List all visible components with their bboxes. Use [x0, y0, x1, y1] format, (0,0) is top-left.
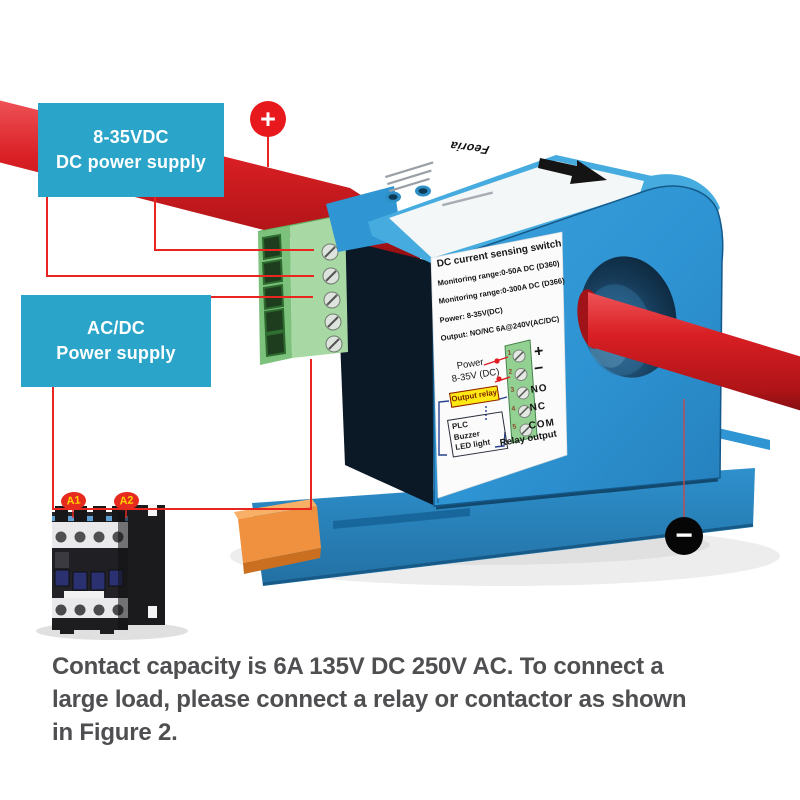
terminal-name: NC: [529, 400, 547, 414]
side-opening: [336, 238, 433, 505]
terminal-number: 2: [508, 368, 513, 376]
adjustment-holes: [385, 185, 431, 203]
minus-icon: −: [665, 517, 703, 555]
callout-line: AC/DC: [87, 318, 145, 338]
caption-line: Contact capacity is 6A 135V DC 250V AC. …: [52, 653, 664, 680]
terminal-number: 3: [510, 386, 515, 394]
callout-line: 8-35VDC: [93, 127, 169, 147]
terminal-number: 1: [507, 349, 512, 357]
plus-icon: +: [250, 101, 286, 137]
caption-line: in Figure 2.: [52, 719, 178, 746]
terminal-number: 5: [512, 423, 517, 431]
caption: Contact capacity is 6A 135V DC 250V AC. …: [52, 650, 772, 749]
device-top-face: [368, 155, 720, 264]
callout-line: Power supply: [56, 343, 176, 363]
power-leader-lines: [483, 356, 511, 383]
terminal-number: 4: [511, 405, 516, 413]
terminal-name: NO: [530, 382, 549, 396]
acdc-power-supply-callout: AC/DC Power supply: [21, 295, 211, 387]
caption-line: large load, please connect a relay or co…: [52, 686, 687, 713]
orange-din-clip: [234, 499, 321, 574]
contactor: [52, 504, 165, 634]
callout-line: DC power supply: [55, 152, 206, 172]
annotation-lines: [46, 135, 314, 518]
dc-power-supply-callout: 8-35VDC DC power supply: [38, 103, 224, 197]
red-cable-through: [577, 289, 800, 411]
current-sensor-device: [234, 155, 770, 586]
arrow-icon: [538, 158, 607, 184]
fine-print-lines: [385, 161, 494, 207]
relay-terminal-strip: [504, 339, 538, 444]
